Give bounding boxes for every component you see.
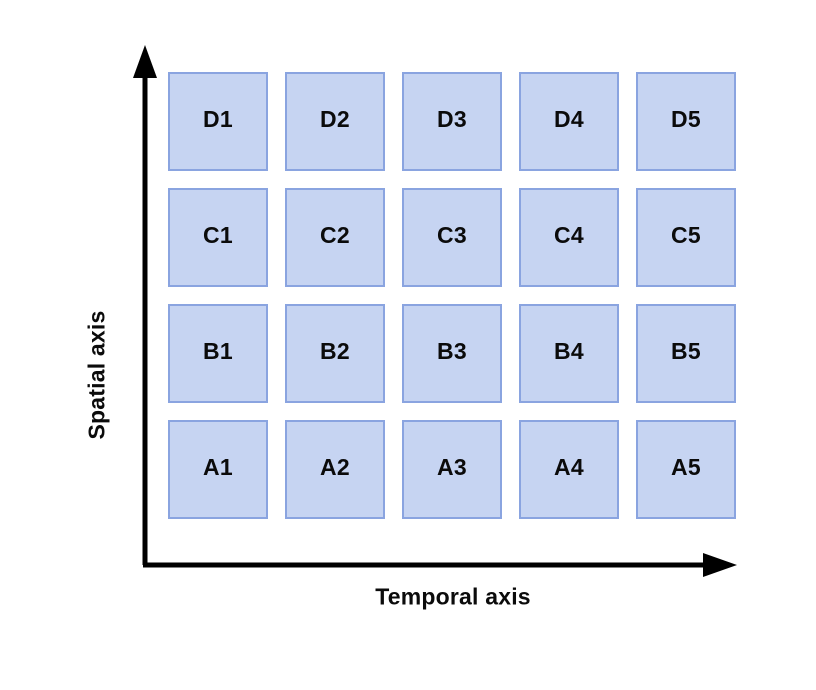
grid-cell-label: C3 — [436, 222, 467, 248]
grid-cell[interactable]: D5 — [636, 72, 736, 171]
grid-cell-label: A3 — [436, 454, 467, 480]
grid-cell-label: D1 — [202, 106, 233, 132]
grid-cell-label: B4 — [553, 338, 584, 364]
grid-cell[interactable]: D1 — [168, 72, 268, 171]
grid-cell[interactable]: D2 — [285, 72, 385, 171]
x-axis-arrowhead — [703, 553, 737, 577]
grid-cell-label: B2 — [319, 338, 350, 364]
grid-cell[interactable]: B5 — [636, 304, 736, 403]
grid-cell-label: D3 — [436, 106, 467, 132]
grid-cell[interactable]: A3 — [402, 420, 502, 519]
x-axis-label: Temporal axis — [375, 583, 531, 610]
grid-cell[interactable]: D3 — [402, 72, 502, 171]
grid-cell-label: A4 — [553, 454, 584, 480]
cell-grid: D1 D2 D3 D4 D5 C1 C2 C3 C4 C5 B1 — [168, 72, 736, 520]
grid-cell-label: D4 — [553, 106, 584, 132]
grid-cell[interactable]: A4 — [519, 420, 619, 519]
grid-cell[interactable]: C1 — [168, 188, 268, 287]
grid-cell-label: A2 — [319, 454, 350, 480]
grid-cell[interactable]: B2 — [285, 304, 385, 403]
y-axis-arrowhead — [133, 45, 157, 78]
grid-cell[interactable]: B4 — [519, 304, 619, 403]
grid-cell-label: B3 — [436, 338, 467, 364]
grid-cell[interactable]: C3 — [402, 188, 502, 287]
grid-cell[interactable]: D4 — [519, 72, 619, 171]
grid-cell[interactable]: A5 — [636, 420, 736, 519]
grid-cell-label: C2 — [319, 222, 350, 248]
grid-cell[interactable]: C4 — [519, 188, 619, 287]
grid-cell-label: D2 — [319, 106, 350, 132]
grid-cell-label: B5 — [670, 338, 701, 364]
grid-cell-label: D5 — [670, 106, 701, 132]
grid-cell[interactable]: B1 — [168, 304, 268, 403]
grid-cell-label: C4 — [553, 222, 584, 248]
grid-cell[interactable]: C5 — [636, 188, 736, 287]
grid-cell-label: A1 — [202, 454, 233, 480]
grid-cell-label: A5 — [670, 454, 701, 480]
grid-cell-label: C1 — [202, 222, 233, 248]
grid-cell-label: B1 — [202, 338, 233, 364]
grid-cell-label: C5 — [670, 222, 701, 248]
grid-cell[interactable]: A2 — [285, 420, 385, 519]
y-axis-label: Spatial axis — [83, 310, 110, 440]
grid-cell[interactable]: B3 — [402, 304, 502, 403]
grid-cell[interactable]: C2 — [285, 188, 385, 287]
grid-cell[interactable]: A1 — [168, 420, 268, 519]
